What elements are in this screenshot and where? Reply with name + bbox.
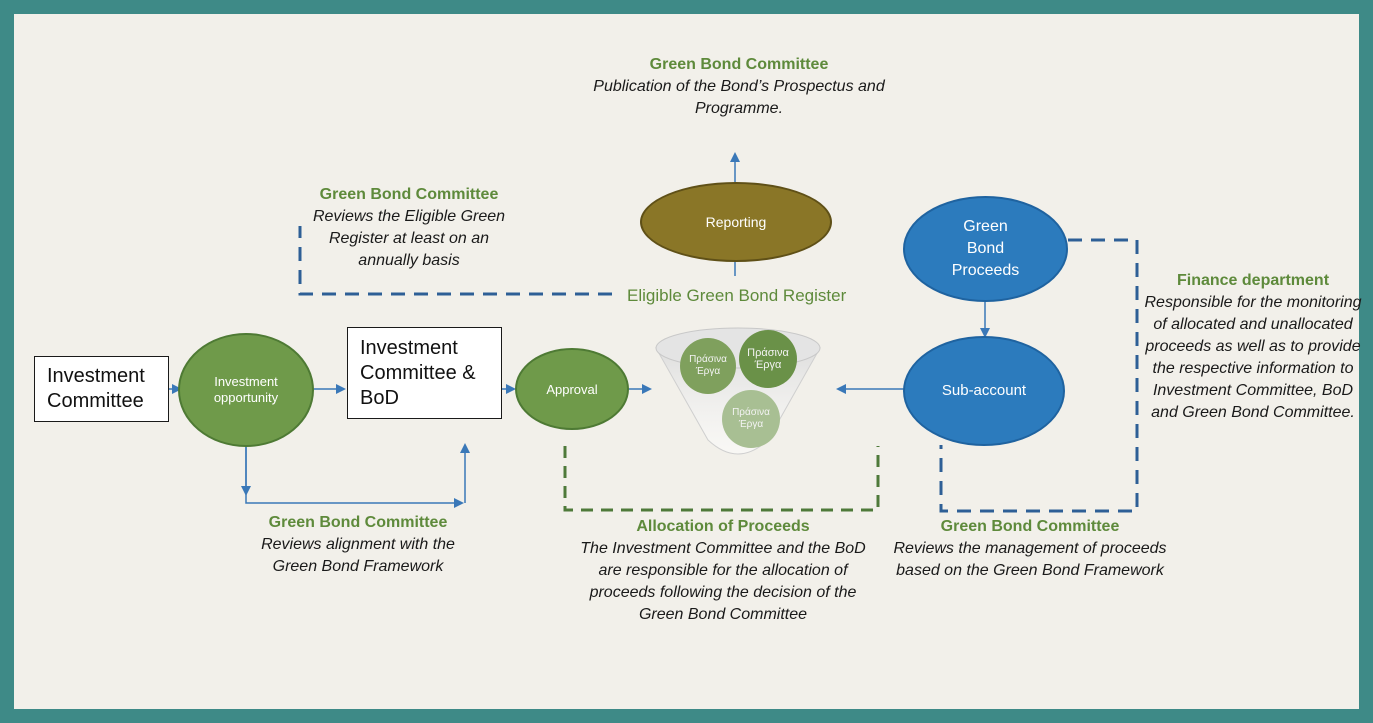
allocation-note-heading: Allocation of Proceeds (636, 518, 810, 535)
investment-committee-label: Investment Committee (47, 365, 145, 412)
reporting-node: Reporting (640, 182, 832, 262)
finance-note-heading: Finance department (1176, 272, 1330, 289)
finance-note: Finance department Responsible for the m… (1144, 270, 1362, 424)
management-note-body: Reviews the management of proceeds based… (893, 540, 1167, 579)
alignment-note: Green Bond Committee Reviews alignment w… (248, 512, 468, 578)
register-title: Eligible Green Bond Register (627, 286, 847, 305)
ic-bod-box: Investment Committee & BoD (347, 327, 502, 419)
dashed-register-review (298, 226, 612, 296)
dashed-allocation-bracket (563, 446, 880, 512)
green-bond-proceeds-label: Green Bond Proceeds (951, 218, 1020, 279)
publication-note-body: Publication of the Bond’s Prospectus and… (593, 78, 885, 117)
allocation-note: Allocation of Proceeds The Investment Co… (578, 516, 868, 626)
investment-opportunity-label: Investment opportunity (213, 374, 279, 405)
investment-committee-box: Investment Committee (34, 356, 169, 422)
finance-note-body: Responsible for the monitoring of alloca… (1144, 294, 1362, 421)
sub-account-label: Sub-account (941, 382, 1027, 399)
register-item-3: Πράσινα Έργα (722, 390, 780, 448)
alignment-note-body: Reviews alignment with the Green Bond Fr… (261, 536, 455, 575)
reporting-label: Reporting (705, 214, 767, 230)
approval-node: Approval (515, 348, 629, 430)
approval-label: Approval (546, 381, 598, 397)
publication-note: Green Bond Committee Publication of the … (580, 54, 898, 120)
allocation-note-body: The Investment Committee and the BoD are… (580, 540, 866, 623)
management-note: Green Bond Committee Reviews the managem… (882, 516, 1178, 582)
management-note-heading: Green Bond Committee (940, 518, 1120, 535)
green-bond-proceeds-node: Green Bond Proceeds (903, 196, 1068, 302)
register-review-note-body: Reviews the Eligible Green Register at l… (312, 208, 506, 269)
arrow-review-loop (245, 446, 464, 508)
register-review-note-heading: Green Bond Committee (319, 186, 499, 203)
register-item-2: Πράσινα Έργα (739, 330, 797, 388)
register-review-note: Green Bond Committee Reviews the Eligibl… (308, 184, 510, 272)
dashed-finance-bracket (939, 238, 1139, 513)
publication-note-heading: Green Bond Committee (649, 56, 829, 73)
sub-account-node: Sub-account (903, 336, 1065, 446)
investment-opportunity-node: Investment opportunity (178, 333, 314, 447)
ic-bod-label: Investment Committee & BoD (360, 336, 476, 409)
alignment-note-heading: Green Bond Committee (268, 514, 448, 531)
register-item-1: Πράσινα Έργα (680, 338, 736, 394)
